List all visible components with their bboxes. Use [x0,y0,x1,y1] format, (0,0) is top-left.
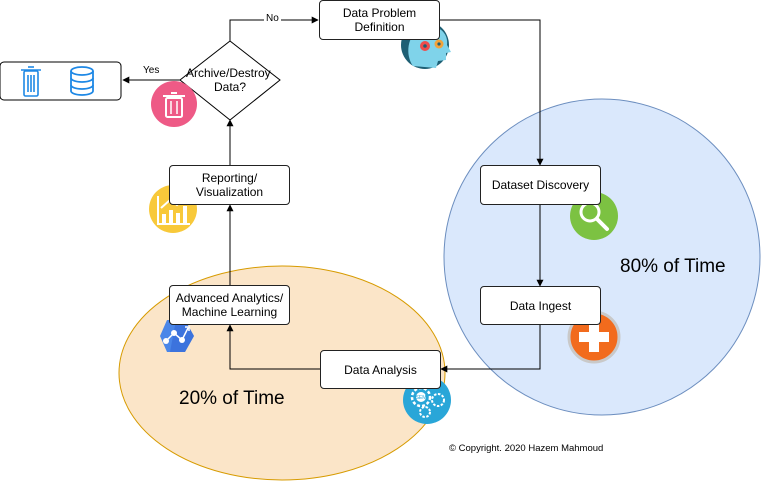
archive-decision-label: Archive/Destroy Data? [186,66,274,94]
edge-label-yes: Yes [141,65,162,76]
reporting-visualization-label: Reporting/ Visualization [195,171,264,199]
data-problem-definition-box: Data Problem Definition [319,0,440,40]
edge-ingest-to-analysis [440,325,541,373]
edge-analysis-to-advanced [226,324,320,370]
edge-problem-to-discovery [440,19,544,166]
dataset-discovery-box: Dataset Discovery [480,165,601,205]
reporting-visualization-box: Reporting/ Visualization [169,165,290,205]
data-ingest-box: Data Ingest [480,286,601,325]
data-analysis-label: Data Analysis [344,362,417,377]
data-analysis-box: Data Analysis [320,350,441,389]
advanced-analytics-box: Advanced Analytics/ Machine Learning [169,285,290,325]
twenty-percent-label: 20% of Time [179,388,285,409]
eighty-percent-label: 80% of Time [620,256,726,277]
machine-learning-icon [160,320,194,352]
archive-decision-diamond [179,40,281,121]
trash-icon [21,66,41,97]
edge-archive-no [229,16,319,41]
trash-circle-icon [151,81,197,127]
advanced-analytics-label: Advanced Analytics/ Machine Learning [175,291,284,319]
data-ingest-label: Data Ingest [509,298,572,313]
copyright-text: © Copyright. 2020 Hazem Mahmoud [449,443,604,454]
data-problem-definition-label: Data Problem Definition [342,6,417,34]
dataset-discovery-label: Dataset Discovery [491,178,590,192]
flow-edges [122,16,544,373]
database-icon [70,66,94,96]
gears-badge-text: SEM [416,395,427,401]
archive-storage-box [0,61,122,101]
edge-label-no: No [264,13,281,24]
